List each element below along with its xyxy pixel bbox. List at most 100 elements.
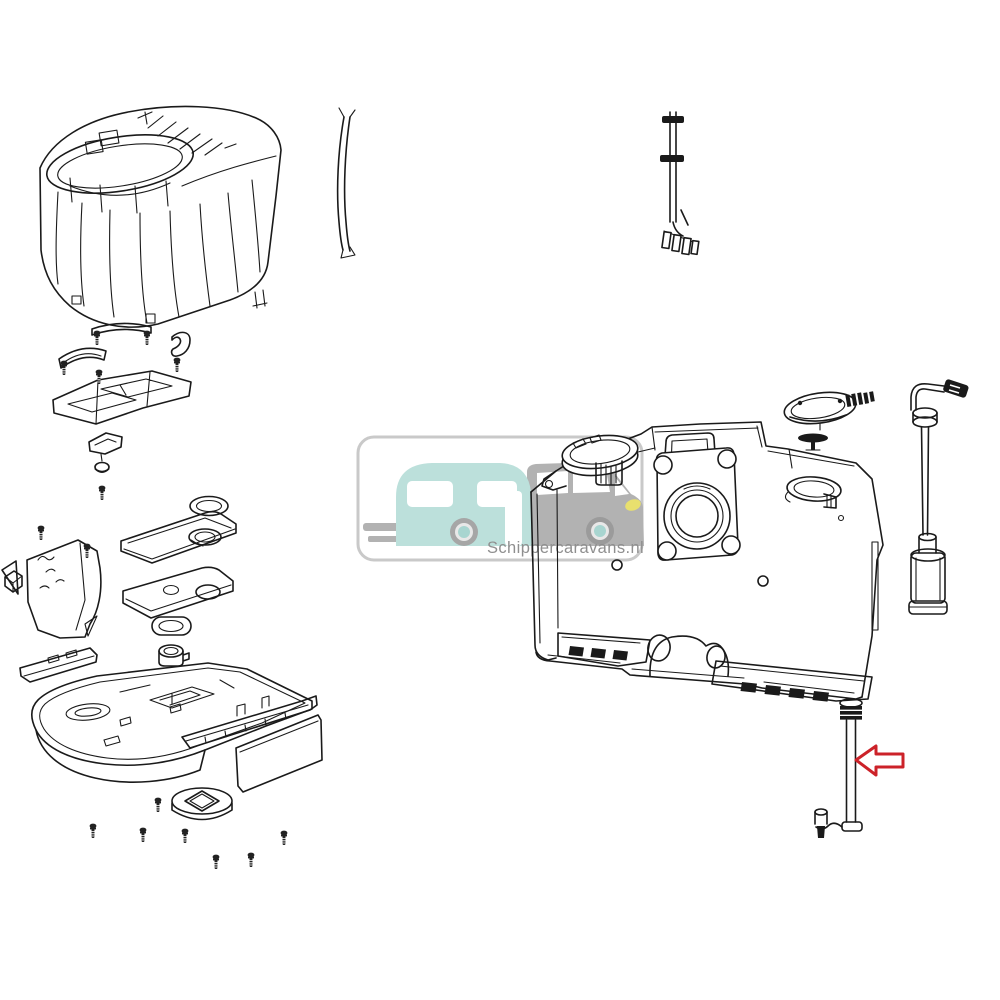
caravan-hitch bbox=[368, 536, 398, 542]
hook-outline bbox=[170, 331, 191, 357]
rim-latch bbox=[84, 129, 120, 155]
bar-outline bbox=[91, 322, 152, 336]
lid2-edge bbox=[125, 584, 232, 612]
lid1-boss-inner bbox=[194, 531, 216, 543]
shell-bottom-tabs bbox=[71, 289, 268, 324]
pan-center-frame bbox=[119, 679, 235, 709]
screw bbox=[37, 525, 45, 541]
pump-assembly bbox=[908, 379, 969, 615]
lid2-hole-small bbox=[162, 584, 180, 596]
flange-ear-tr bbox=[717, 449, 737, 469]
strip-ends bbox=[338, 107, 356, 259]
corner-wedge-block bbox=[1, 560, 23, 595]
small-bracket-lines bbox=[94, 438, 117, 462]
collar-cap-block bbox=[595, 460, 623, 486]
screws bbox=[37, 330, 288, 870]
callout-arrow bbox=[854, 744, 905, 777]
caravan-trailer-icon bbox=[368, 463, 532, 546]
support-bar bbox=[91, 322, 152, 336]
small-bracket bbox=[88, 432, 123, 462]
caravan-wheel bbox=[450, 518, 478, 546]
tow-van-icon bbox=[527, 462, 644, 546]
wiring-harness bbox=[660, 111, 700, 256]
skirt-outline bbox=[235, 714, 323, 793]
panel-texture bbox=[37, 555, 65, 589]
flange-ear-tl bbox=[653, 455, 673, 475]
pan-tabs bbox=[103, 703, 182, 747]
small-bracket-outline bbox=[88, 432, 123, 455]
screw bbox=[154, 797, 162, 813]
ring-inner bbox=[195, 499, 223, 513]
rail-outline bbox=[181, 695, 318, 749]
screw bbox=[173, 357, 181, 373]
fill-tube bbox=[815, 698, 863, 832]
bottom-channels bbox=[557, 632, 873, 702]
top-lid-plate bbox=[120, 510, 237, 564]
left-channel-ribs bbox=[568, 646, 628, 661]
screw bbox=[212, 854, 220, 870]
cap-ribs bbox=[600, 463, 617, 485]
center-flange bbox=[653, 447, 741, 561]
rim-interior-lines bbox=[69, 177, 171, 214]
rcollar-opening bbox=[793, 480, 835, 498]
left-filler-collar bbox=[561, 434, 656, 486]
right-channel-line bbox=[719, 665, 865, 682]
side-trim-strip bbox=[336, 107, 356, 259]
van-headlight bbox=[625, 499, 641, 511]
skirt-edge bbox=[239, 720, 319, 753]
pump-body bbox=[908, 548, 948, 615]
fitting-hole bbox=[163, 646, 179, 656]
umbrella-valve bbox=[798, 433, 828, 451]
sill-outline bbox=[19, 647, 98, 683]
bottom-lid-plate bbox=[122, 566, 234, 619]
caravan-wheel-hub bbox=[458, 526, 470, 538]
rcollar-stub bbox=[823, 493, 837, 509]
van-windshield bbox=[615, 477, 629, 496]
tank-side-slot bbox=[871, 541, 879, 631]
curved-bracket bbox=[58, 347, 107, 369]
tank-inner-edges bbox=[536, 489, 855, 694]
deck-line bbox=[181, 155, 277, 187]
disc-hole-inner bbox=[189, 793, 215, 809]
gasket-outer bbox=[151, 616, 192, 636]
mounting-plate bbox=[52, 370, 192, 425]
rail-posts bbox=[236, 695, 270, 717]
drain-valve bbox=[814, 808, 828, 838]
lid1-outline bbox=[120, 510, 237, 564]
gasket-inner bbox=[158, 619, 184, 633]
flange-ring-mid bbox=[670, 489, 724, 543]
right-channel bbox=[711, 660, 873, 702]
socket-fitting bbox=[158, 644, 190, 667]
screw bbox=[247, 852, 255, 868]
screw bbox=[95, 369, 103, 385]
cube-outline bbox=[4, 570, 23, 593]
flange-ear-bl bbox=[657, 541, 677, 561]
flange-ring-outer bbox=[663, 482, 731, 550]
right-channel-ribs bbox=[740, 682, 829, 702]
waste-tank bbox=[530, 421, 884, 702]
center-arch bbox=[649, 635, 730, 677]
dome-cap bbox=[94, 461, 110, 474]
screw bbox=[181, 828, 189, 844]
wing-hole bbox=[544, 479, 554, 489]
gasket bbox=[151, 616, 192, 636]
bracket-outline bbox=[58, 347, 107, 369]
rail-divisions bbox=[185, 704, 309, 744]
umbrella-stem bbox=[811, 438, 815, 450]
strip-edges bbox=[336, 116, 351, 252]
plate-outline bbox=[52, 370, 192, 425]
vent-hose-barb bbox=[845, 391, 875, 407]
fitting-body bbox=[158, 650, 190, 667]
fitting-top bbox=[158, 644, 184, 658]
collar-top bbox=[561, 434, 639, 470]
side-panel bbox=[26, 539, 102, 639]
van-wheel bbox=[586, 517, 614, 545]
pump-connector bbox=[943, 379, 969, 398]
caravan-window-left bbox=[407, 481, 453, 507]
connector-pins bbox=[661, 230, 700, 256]
pan-rim-inner bbox=[39, 667, 306, 760]
tank-hole-left bbox=[611, 559, 623, 571]
shell-ribs bbox=[55, 179, 261, 324]
floor-flange-disc bbox=[171, 787, 233, 821]
